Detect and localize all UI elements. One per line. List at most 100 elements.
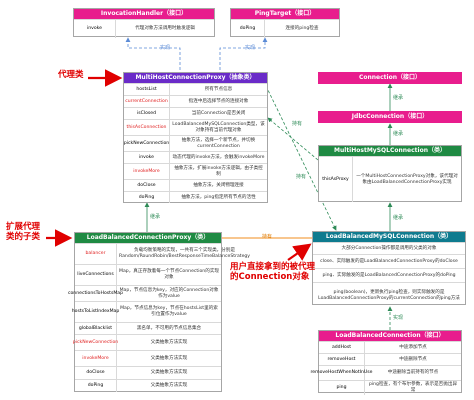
row-key: hostsList [124, 84, 170, 95]
invocation-handler-title: InvocationHandler（接口） [74, 9, 214, 19]
row-key: thisAsConnection [124, 120, 170, 135]
row-value: 所有节点信息 [204, 86, 233, 92]
holds-label: 持有 [296, 174, 307, 180]
implements-label: 实现 [393, 315, 404, 321]
table-row: thisAsProxy 一个MultiHostConnectionProxy对象… [319, 156, 461, 202]
table-row: removeHostWhenNotInUse 中途删除当前持有的节点 [311, 365, 461, 380]
row-key: pickNewConnection [124, 136, 170, 151]
proxy-class-label: 代理类 [58, 70, 84, 80]
row-value: 父类抽象方法实现 [150, 383, 188, 388]
table-row: invoke 代理对象方法调用时触发逻辑 [74, 19, 214, 38]
table-row: addHost 中途添加节点 [319, 341, 461, 353]
row-value: 中途添加节点 [399, 344, 427, 350]
invocation-handler-box: InvocationHandler（接口） invoke 代理对象方法调用时触发… [73, 8, 215, 38]
row-value: LoadBalancedMySQLConnection类型，该对象持有当前代理对… [172, 121, 265, 133]
item-text: ping、实际触发的是LoadBalancedConnectionProxy的d… [322, 272, 456, 278]
jdbc-connection-title: JdbcConnection（接口） [318, 111, 462, 123]
user-connection-label: 用户直接拿到的被代理的Connection对象 [230, 262, 316, 282]
holds-arrow-2 [267, 117, 319, 161]
row-value: 父类抽象方法实现 [150, 339, 188, 345]
row-key: invokeMore [124, 164, 170, 179]
multi-host-mysql-box: MultiHostMySQLConnection（类） thisAsProxy … [318, 145, 462, 202]
row-value: 代理对象方法调用时触发逻辑 [135, 26, 195, 31]
row-value: 连接的ping检查 [285, 26, 319, 31]
jdbc-connection-box: JdbcConnection（接口） [318, 111, 462, 123]
extended-proxy-label: 扩展代理类的子类 [6, 222, 41, 242]
table-row: globalBlacklist 黑名单，不可用的节点信息集合 [75, 322, 221, 334]
table-row: invokeMore 父类抽象方法实现 [75, 350, 221, 366]
row-key: connectionsToHostsMap [68, 286, 123, 301]
row-key: balancer [75, 244, 117, 264]
inherits-label: 继承 [393, 95, 404, 101]
connection-title: Connection（接口） [318, 72, 462, 84]
annotation-arrow-user [287, 243, 312, 261]
row-key: doPing [75, 380, 117, 392]
row-value: 动态代理的invoke方法，会触发invokeMore [172, 154, 265, 160]
row-key: doPing [231, 20, 265, 38]
table-row: removeHost 中途删除节点 [319, 353, 461, 365]
row-key: isClosed [124, 108, 170, 119]
item-text: ping(boolean)，更新执行ping检查，则实际触发的是LoadBala… [318, 289, 460, 301]
table-row: doPing 父类抽象方法实现 [75, 379, 221, 392]
row-value: 负载均衡策略的实现，一共有三个实现类，分别是Random/RoundRobin/… [119, 248, 251, 259]
row-value: 中途删除节点 [399, 356, 427, 362]
row-value: 当前Connection是否关闭 [191, 110, 246, 116]
list-item: 大部分Connection操作都是调用的父类的对象 [313, 242, 465, 254]
row-key: doPing [124, 192, 170, 203]
row-value: 抽象方法，选择一个新节点，并切换currentConnection [181, 137, 256, 149]
lb-connection-box: LoadBalancedConnection（接口） addHost 中途添加节点… [311, 330, 462, 395]
inherits-label: 继承 [393, 131, 404, 137]
row-key: invoke [124, 152, 170, 163]
row-value: 父类抽象方法实现 [150, 370, 188, 375]
holds-label: 持有 [262, 234, 273, 240]
row-value: Map，节点信息为key，节点在hostsList里的索引位置作为value [120, 306, 218, 317]
list-item: ping、实际触发的是LoadBalancedConnectionProxy的d… [313, 268, 465, 282]
item-text: close、实际触发的是LoadBalancedConnectionProxy的… [320, 258, 458, 264]
row-value: Map，真正存放着每一个节点Connection的实现对象 [119, 269, 220, 280]
row-key: ping [319, 381, 365, 395]
lb-connection-title: LoadBalancedConnection（接口） [319, 331, 461, 341]
row-key: pickNewConnection [73, 335, 118, 350]
row-value: 黑名单，不可用的节点信息集合 [136, 325, 202, 331]
table-row: isClosed 当前Connection是否关闭 [124, 107, 267, 119]
lb-mysql-title: LoadBalancedMySQLConnection（类） [313, 232, 465, 242]
row-key: globalBlacklist [75, 323, 117, 334]
list-item: close、实际触发的是LoadBalancedConnectionProxy的… [313, 254, 465, 268]
row-key: removeHost [319, 354, 365, 365]
row-key: removeHostWhenNotInUse [311, 366, 373, 380]
implements-arrow-invocationhandler [125, 37, 181, 70]
multi-host-mysql-title: MultiHostMySQLConnection（类） [319, 146, 461, 156]
row-key: hostsToListIndexMap [72, 302, 119, 322]
holds-arrow-1 [265, 85, 337, 231]
row-key: invokeMore [75, 351, 117, 366]
implements-label: 实现 [160, 45, 171, 51]
item-text: 大部分Connection操作都是调用的父类的对象 [341, 245, 437, 251]
row-value: 父类抽象方法实现 [150, 355, 188, 361]
row-value: 中途删除当前持有的节点 [387, 370, 439, 375]
table-row: pickNewConnection 父类抽象方法实现 [73, 334, 221, 350]
inherits-label: 继承 [150, 214, 161, 220]
row-key: doClose [124, 180, 170, 191]
connection-box: Connection（接口） [318, 72, 462, 84]
multi-host-proxy-box: MultiHostConnectionProxy（抽象类） hostsList 所… [123, 72, 268, 203]
ping-target-box: PingTarget（接口） doPing 连接的ping检查 [230, 8, 340, 38]
row-key: addHost [319, 342, 365, 353]
row-value: 指连中后选择节点的连接对象 [188, 98, 249, 104]
inherits-label: 继承 [393, 215, 404, 221]
row-value: Map，节点信息为key，对应的Connection对象作为value [119, 287, 219, 299]
multi-host-proxy-title: MultiHostConnectionProxy（抽象类） [124, 73, 267, 83]
row-value: ping检查，有个布尔参数，表示是否抛出异常 [368, 382, 458, 393]
ping-target-title: PingTarget（接口） [231, 9, 339, 19]
implements-label: 实现 [245, 45, 256, 51]
table-row: pickNewConnection 抽象方法，选择一个新节点，并切换current… [124, 135, 267, 151]
